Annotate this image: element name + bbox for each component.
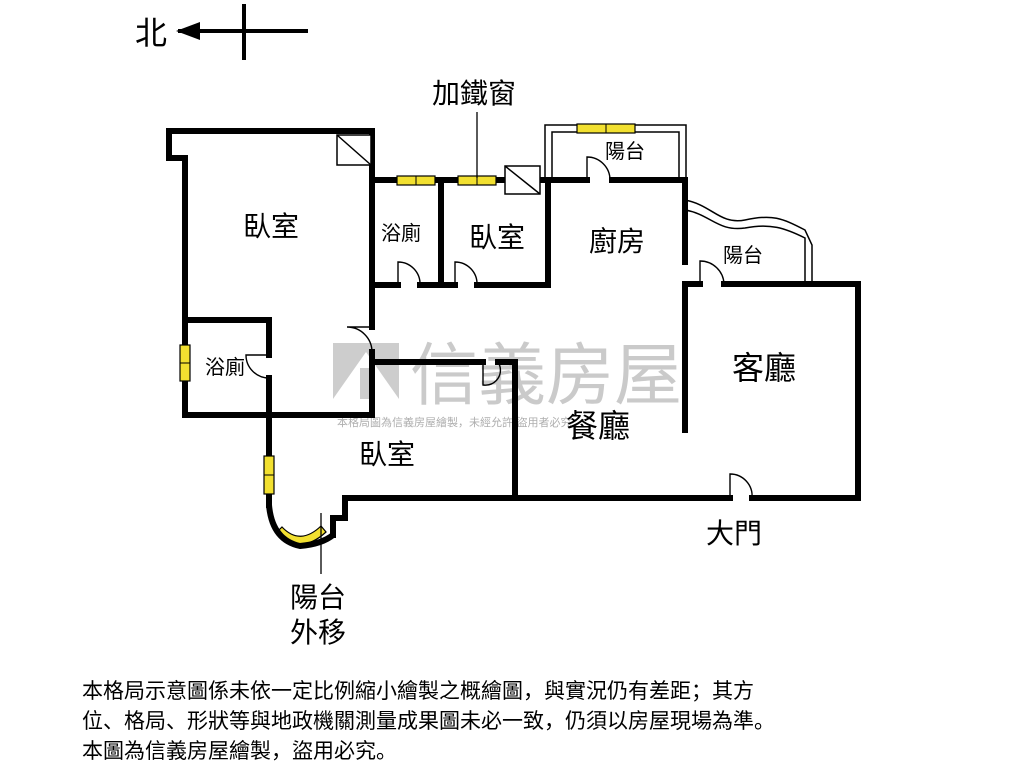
bedroom-lower-label: 臥室: [359, 438, 415, 471]
vent-boxes: [336, 134, 541, 195]
balcony-curve: [266, 504, 335, 550]
living-room-label: 客廳: [732, 349, 796, 387]
bedroom-middle-label: 臥室: [469, 221, 525, 254]
main-door-label: 大門: [706, 517, 762, 550]
bathroom-left-label: 浴廁: [205, 355, 245, 379]
watermark-brand: 信義房屋: [410, 337, 682, 416]
window-note-label: 加鐵窗: [432, 77, 516, 110]
balcony-top-label: 陽台: [605, 139, 645, 163]
north-label: 北: [135, 14, 167, 52]
balcony-moved-label-line2: 外移: [290, 616, 346, 649]
north-arrow-icon: [176, 4, 308, 60]
bathroom-center-label: 浴廁: [381, 221, 421, 245]
dining-room-label: 餐廳: [566, 407, 630, 445]
balcony-moved-label-line1: 陽台: [290, 581, 346, 614]
walls: [166, 128, 861, 538]
balcony-right-label: 陽台: [723, 243, 763, 267]
watermark-logo-icon: [333, 343, 399, 399]
kitchen-label: 廚房: [589, 225, 645, 258]
watermark: 信義房屋 本格局圖為信義房屋繪製，未經允許 盜用者必究: [333, 337, 682, 429]
disclaimer-line-2: 位、格局、形狀等與地政機關測量成果圖未必一致，仍須以房屋現場為準。: [82, 709, 775, 733]
doors: [245, 156, 753, 499]
disclaimer: 本格局示意圖係未依一定比例縮小繪製之概繪圖，與實況仍有差距；其方 位、格局、形狀…: [82, 676, 982, 766]
balcony-outlines: [544, 124, 813, 284]
disclaimer-line-1: 本格局示意圖係未依一定比例縮小繪製之概繪圖，與實況仍有差距；其方: [82, 679, 754, 703]
windows: [179, 123, 636, 545]
bedroom-master-label: 臥室: [243, 210, 299, 243]
disclaimer-line-3: 本圖為信義房屋繪製，盜用必究。: [82, 739, 397, 763]
